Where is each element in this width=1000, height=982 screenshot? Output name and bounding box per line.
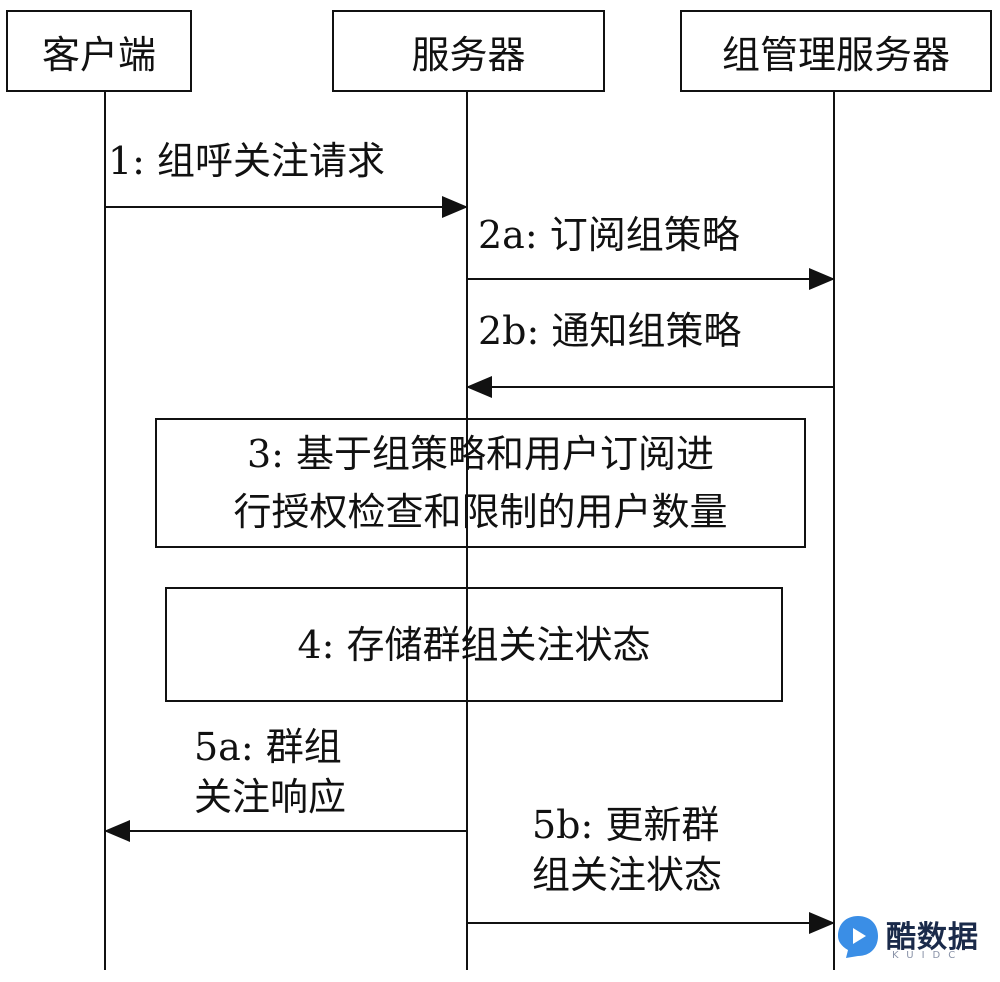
watermark: 酷数据 KUIDC (836, 906, 996, 970)
participant-group-server: 组管理服务器 (680, 10, 992, 92)
watermark-brand-text: 酷数据 (886, 920, 979, 955)
brand-logo-icon (838, 916, 878, 958)
lifeline-group-server (833, 92, 835, 970)
message-2b-label: 2b: 通知组策略 (478, 309, 742, 353)
message-5b-arrow (468, 912, 835, 934)
note-3: 3: 基于组策略和用户订阅进 行授权检查和限制的用户数量 (155, 418, 806, 548)
message-5a-line1: 5a: 群组 (194, 725, 342, 769)
message-2b-arrow (466, 376, 833, 398)
message-5b-line2: 组关注状态 (532, 853, 723, 897)
lifeline-server (466, 92, 468, 970)
message-5a-line2: 关注响应 (194, 775, 347, 819)
participant-group-server-label: 组管理服务器 (721, 32, 950, 77)
lifeline-client (104, 92, 106, 970)
participant-server-label: 服务器 (411, 32, 526, 77)
message-1-label: 1: 组呼关注请求 (108, 139, 386, 183)
note-4: 4: 存储群组关注状态 (165, 587, 783, 702)
message-5b-line1: 5b: 更新群 (532, 803, 720, 847)
note-4-text: 4: 存储群组关注状态 (297, 622, 651, 667)
message-2a-label: 2a: 订阅组策略 (478, 213, 740, 257)
watermark-sub-text: KUIDC (892, 950, 964, 961)
message-5a-label: 5a: 群组 关注响应 (194, 722, 346, 822)
note-3-line2: 行授权检查和限制的用户数量 (233, 490, 728, 534)
participant-client-label: 客户端 (41, 32, 156, 77)
participant-client: 客户端 (6, 10, 192, 92)
message-5a-arrow (104, 820, 466, 842)
message-1-arrow (106, 196, 468, 218)
note-3-line1: 3: 基于组策略和用户订阅进 (246, 432, 715, 476)
message-2a-arrow (468, 268, 835, 290)
participant-server: 服务器 (332, 10, 605, 92)
message-5b-label: 5b: 更新群 组关注状态 (532, 800, 722, 900)
